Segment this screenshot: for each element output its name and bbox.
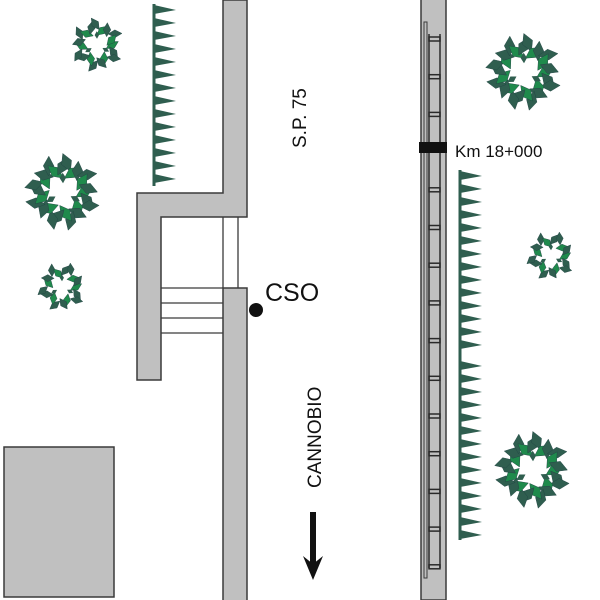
hedge <box>458 360 482 540</box>
bridge-lines <box>161 217 239 334</box>
ladder-rung <box>428 36 441 42</box>
ladder-rung <box>428 187 441 193</box>
ladder-rung <box>428 337 441 344</box>
cso-point-marker <box>249 303 263 317</box>
hedge <box>458 170 482 360</box>
kilometer-label: Km 18+000 <box>455 142 542 161</box>
ladder-rung <box>428 375 441 382</box>
ladder-rung <box>428 450 441 457</box>
ladder-rung <box>428 262 441 268</box>
guard-rail <box>423 21 428 579</box>
building <box>3 446 115 598</box>
ladder-rung <box>428 73 441 80</box>
tree-icon <box>72 17 123 72</box>
ladder-rung <box>428 300 441 306</box>
road-upper-segment <box>136 0 248 381</box>
tree-icon <box>494 431 570 509</box>
ladder-rung <box>428 488 441 495</box>
direction-arrow-icon <box>303 512 323 580</box>
road-lower-segment <box>222 287 248 600</box>
cso-label: CSO <box>265 279 319 307</box>
tree-icon <box>526 231 573 279</box>
ladder-rung <box>428 224 441 231</box>
railway-ladder <box>428 34 441 570</box>
tree-icon <box>485 33 561 111</box>
tree-icon <box>37 262 84 310</box>
ladder-rung <box>428 111 441 118</box>
ladder-rung <box>428 413 441 419</box>
ladder-rung <box>428 526 441 532</box>
km-marker <box>419 142 447 153</box>
ladder-rung <box>428 564 441 570</box>
road-name-label: S.P. 75 <box>290 88 311 148</box>
hedge <box>152 4 176 186</box>
direction-label: CANNOBIO <box>305 387 326 488</box>
tree-icon <box>24 153 100 231</box>
